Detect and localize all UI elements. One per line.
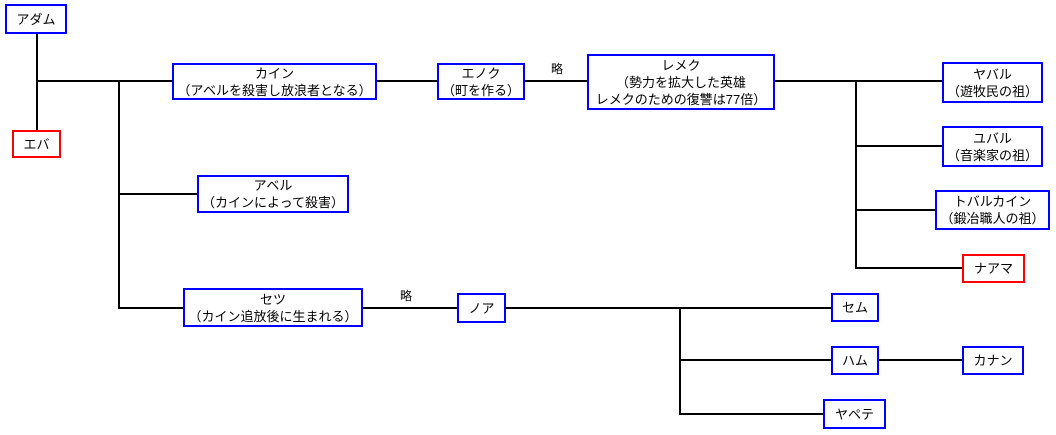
- node-shem-label: セム: [841, 300, 868, 315]
- node-jubal-label: ユバル: [972, 130, 1012, 146]
- connector-enoch-lamech-h: [525, 80, 587, 82]
- node-noah: ノア: [457, 293, 506, 323]
- node-adam-label: アダム: [16, 11, 56, 27]
- node-cain-label: （アベルを殺害し放浪者となる）: [177, 82, 372, 98]
- node-eve-label: エバ: [23, 136, 50, 152]
- node-seth-label: （カイン追放後に生まれる）: [188, 308, 358, 324]
- connector-jubal-h: [855, 145, 942, 147]
- node-abel: アベル （カインによって殺害）: [197, 175, 349, 213]
- node-cain-label: カイン: [254, 65, 294, 81]
- connector-japheth-h: [679, 413, 823, 415]
- node-adam: アダム: [5, 4, 67, 34]
- edge-label-abbrev-seth-noah: 略: [399, 289, 413, 303]
- node-lamech-label: （勢力を拡大した英雄: [615, 74, 746, 90]
- node-japheth-label: ヤペテ: [834, 406, 874, 422]
- node-canaan: カナン: [962, 346, 1024, 375]
- connector-ham-h: [679, 359, 831, 361]
- node-seth-label: セツ: [259, 291, 286, 307]
- node-canaan-label: カナン: [973, 353, 1013, 368]
- edge-label-abbrev-enoch-lamech: 略: [550, 62, 564, 76]
- node-naamah: ナアマ: [962, 254, 1025, 283]
- node-ham: ハム: [831, 346, 879, 375]
- connector-noah-shem-h: [506, 307, 831, 309]
- node-abel-label: アベル: [253, 178, 293, 193]
- connector-adam-eve-v: [36, 34, 38, 130]
- connector-couple-to-cain-h: [36, 80, 172, 82]
- node-abel-label: （カインによって殺害）: [202, 195, 344, 210]
- node-jabal: ヤバル（遊牧民の祖）: [942, 62, 1043, 103]
- node-jubal-label: （音楽家の祖）: [946, 147, 1038, 163]
- node-tubalcain-label: （鍛冶職人の祖）: [940, 211, 1045, 226]
- connector-naamah-h: [855, 267, 962, 269]
- connector-abel-h: [118, 193, 197, 195]
- node-enoch: エノク（町を作る）: [437, 63, 525, 100]
- connector-noah-children-v: [679, 307, 681, 415]
- node-tubalcain-label: トバルカイン: [953, 194, 1032, 209]
- connector-lamech-children-v: [855, 80, 857, 269]
- connector-seth-h: [118, 307, 183, 309]
- node-ham-label: ハム: [841, 353, 868, 368]
- connector-cain-enoch-h: [377, 80, 437, 82]
- connector-lamech-jabal-h: [775, 80, 942, 82]
- node-lamech: レメク（勢力を拡大した英雄レメクのための復讐は77倍）: [587, 54, 775, 110]
- node-jubal: ユバル（音楽家の祖）: [942, 126, 1043, 167]
- node-enoch-label: エノク: [461, 65, 501, 81]
- node-jabal-label: （遊牧民の祖）: [946, 83, 1038, 99]
- node-lamech-label: レメク: [661, 57, 701, 73]
- node-naamah-label: ナアマ: [973, 261, 1013, 276]
- node-lamech-label: レメクのための復讐は77倍）: [595, 91, 767, 107]
- connector-ham-canaan-h: [879, 359, 962, 361]
- node-enoch-label: （町を作る）: [441, 82, 520, 98]
- node-japheth: ヤペテ: [823, 399, 886, 429]
- node-tubalcain: トバルカイン （鍛冶職人の祖）: [935, 190, 1050, 230]
- node-eve: エバ: [12, 130, 61, 158]
- node-noah-label: ノア: [468, 300, 495, 316]
- node-cain: カイン（アベルを殺害し放浪者となる）: [172, 63, 377, 100]
- connector-tubalcain-h: [855, 209, 935, 211]
- connector-seth-noah-h: [363, 307, 457, 309]
- node-shem: セム: [831, 293, 879, 322]
- node-seth: セツ（カイン追放後に生まれる）: [183, 288, 363, 327]
- node-jabal-label: ヤバル: [973, 66, 1012, 82]
